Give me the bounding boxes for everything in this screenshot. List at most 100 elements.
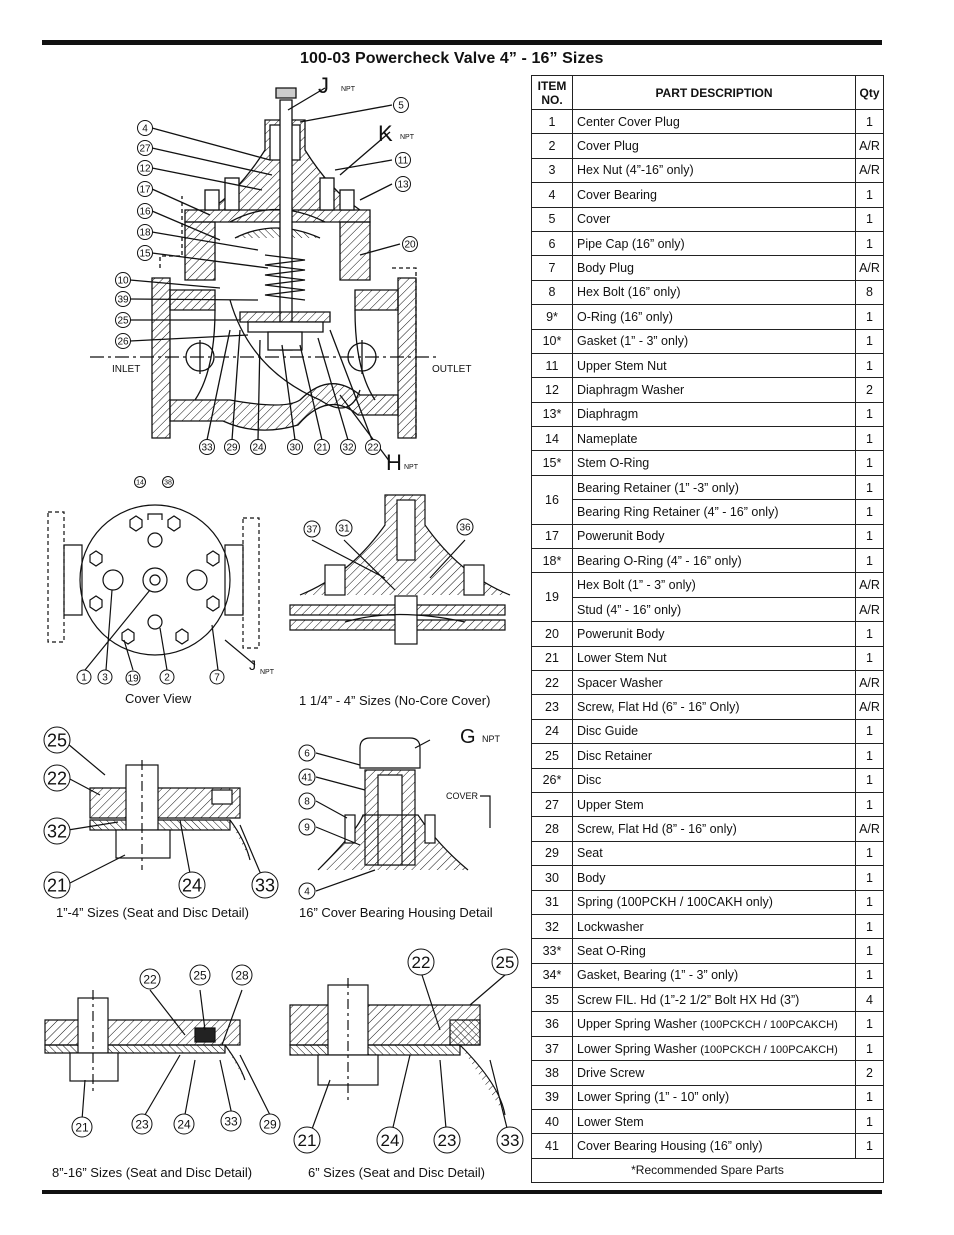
table-row: 18*Bearing O-Ring (4” - 16” only)1	[531, 548, 884, 574]
callout-number: 7	[214, 673, 220, 684]
callout-number: 21	[298, 1131, 317, 1150]
callout-circle	[115, 291, 131, 307]
item-no-cell: 1	[531, 108, 573, 135]
qty-cell: 1	[855, 1133, 884, 1159]
callout-number: 3	[102, 673, 108, 684]
callout-circle	[407, 948, 435, 976]
callout-circle	[115, 333, 131, 349]
callout-circle	[159, 669, 175, 685]
callout-number: 4	[142, 124, 148, 135]
description-cell: Gasket, Bearing (1” - 3” only)	[572, 962, 856, 989]
description-cell: Body	[572, 865, 856, 891]
qty-cell: 1	[855, 352, 884, 379]
description-cell: Center Cover Plug	[572, 108, 856, 135]
callout-circle	[137, 181, 153, 197]
qty-cell: 1	[855, 743, 884, 769]
callout-number: 33	[255, 875, 275, 895]
callout-circle	[43, 764, 71, 792]
callout-circle	[303, 520, 321, 538]
description-text: Seat	[577, 846, 603, 861]
qty-cell: 1	[855, 645, 884, 671]
qty-cell: 1	[855, 499, 884, 525]
description-cell: Drive Screw	[572, 1060, 856, 1086]
callout-circle	[251, 871, 279, 899]
callout-number: 33	[501, 1131, 520, 1150]
port-k-npt: NPT	[400, 134, 415, 141]
callout-circle	[376, 1126, 404, 1154]
item-no-cell: 27	[531, 791, 573, 818]
callout-circle	[173, 1113, 195, 1135]
inlet-label: INLET	[112, 364, 140, 375]
callout-number: 25	[496, 953, 515, 972]
callout-number: 38	[164, 480, 172, 487]
description-text: Cover Bearing Housing (16” only)	[577, 1139, 763, 1154]
callout-number: 22	[143, 972, 157, 986]
callout-number: 24	[182, 875, 202, 895]
callout-circle	[298, 744, 316, 762]
callout-circle	[395, 176, 411, 192]
callout-number: 33	[201, 443, 213, 454]
callout-number: 24	[252, 443, 264, 454]
callout-number: 37	[306, 525, 318, 536]
callout-circle	[314, 439, 330, 455]
qty-cell: A/R	[855, 255, 884, 281]
callout-number: 39	[117, 295, 129, 306]
top-rule	[42, 40, 882, 45]
item-no-cell: 14	[531, 426, 573, 452]
spare-parts-footnote: *Recommended Spare Parts	[531, 1157, 884, 1184]
description-text: Hex Nut (4”-16” only)	[577, 163, 694, 178]
description-cell: Lower Stem	[572, 1109, 856, 1135]
qty-cell: A/R	[855, 133, 884, 159]
callout-number: 21	[75, 1120, 89, 1134]
description-cell: Disc Guide	[572, 718, 856, 745]
callout-number: 22	[367, 443, 379, 454]
description-text: Body	[577, 870, 606, 885]
table-row: Bearing Ring Retainer (4” - 16” only)1	[532, 499, 884, 525]
description-text: Drive Screw	[577, 1065, 645, 1080]
callout-circle	[76, 669, 92, 685]
item-no-cell: 21	[531, 645, 573, 671]
description-text: Powerunit Body	[577, 529, 665, 544]
callout-circle	[137, 203, 153, 219]
callout-circle	[43, 817, 71, 845]
description-cell: Seat	[572, 840, 856, 867]
callout-number: 24	[177, 1117, 191, 1131]
description-cell: Gasket (1” - 3” only)	[572, 328, 856, 354]
description-text: Lockwasher	[577, 919, 644, 934]
callout-number: 36	[459, 523, 471, 534]
description-cell: Disc	[572, 767, 856, 793]
callout-circle	[335, 519, 353, 537]
table-row: 9*O-Ring (16” only)1	[531, 304, 884, 330]
callout-number: 15	[139, 249, 151, 260]
callout-number: 16	[139, 207, 151, 218]
callout-circle	[199, 439, 215, 455]
qty-cell: 8	[855, 279, 884, 306]
callout-circle	[115, 272, 131, 288]
cover-view-drawing	[47, 504, 260, 671]
qty-cell: 1	[855, 791, 884, 818]
description-cell: Spacer Washer	[572, 669, 856, 696]
callout-number: 28	[235, 968, 249, 982]
item-no-cell: 12	[531, 377, 573, 403]
callout-circle	[298, 768, 316, 786]
description-text: Screw, Flat Hd (6” - 16” Only)	[577, 700, 740, 715]
description-text: Lower Stem	[577, 1114, 644, 1129]
qty-cell: 1	[855, 182, 884, 208]
header-qty: Qty	[855, 75, 884, 110]
caption-seat-6: 6” Sizes (Seat and Disc Detail)	[308, 1165, 486, 1180]
callout-circle	[220, 1110, 242, 1132]
page-title: 100-03 Powercheck Valve 4” - 16” Sizes	[300, 50, 604, 67]
description-cell: Cover Plug	[572, 133, 856, 159]
description-text: Cover Bearing	[577, 187, 657, 202]
port-g-label: G	[460, 726, 476, 748]
port-k-label: K	[378, 121, 393, 146]
callout-circle	[259, 1113, 281, 1135]
